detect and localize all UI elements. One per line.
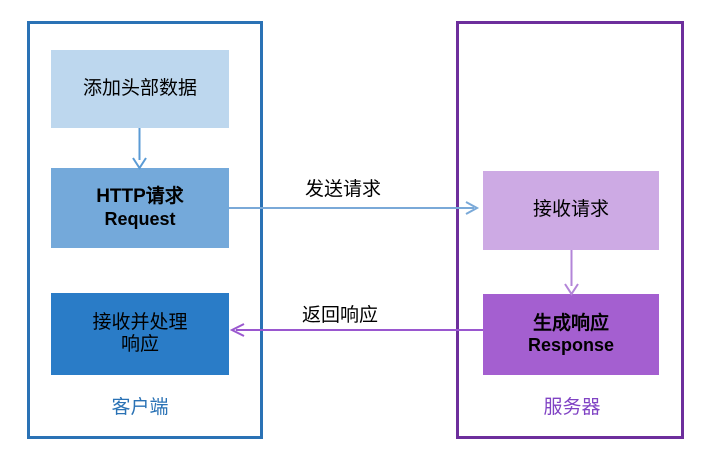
node-receive-request-line-1: 接收请求 [532,199,609,221]
node-generate-response-line-2: Response [527,335,615,356]
client-panel [27,21,263,439]
node-receive-process-line-2: 响应 [120,334,159,355]
node-add-header[interactable]: 添加头部数据 [51,50,229,128]
node-http-request[interactable]: HTTP请求 Request [51,168,229,248]
node-receive-process-line-1: 接收并处理 [92,311,188,333]
connector-label-return-response: 返回响应 [302,305,379,326]
node-http-request-line-1: HTTP请求 [96,186,184,208]
node-http-request-line-2: Request [104,208,176,229]
node-generate-response-line-1: 生成响应 [532,312,609,334]
connector-label-send-request: 发送请求 [305,179,382,200]
client-panel-caption: 客户端 [111,397,169,418]
server-panel [456,21,684,439]
node-add-header-line-1: 添加头部数据 [82,77,197,99]
node-receive-request[interactable]: 接收请求 [483,171,659,250]
node-receive-process[interactable]: 接收并处理 响应 [51,293,229,375]
connector-send-request [229,201,480,215]
node-generate-response[interactable]: 生成响应 Response [483,294,659,375]
server-panel-caption: 服务器 [543,397,601,418]
